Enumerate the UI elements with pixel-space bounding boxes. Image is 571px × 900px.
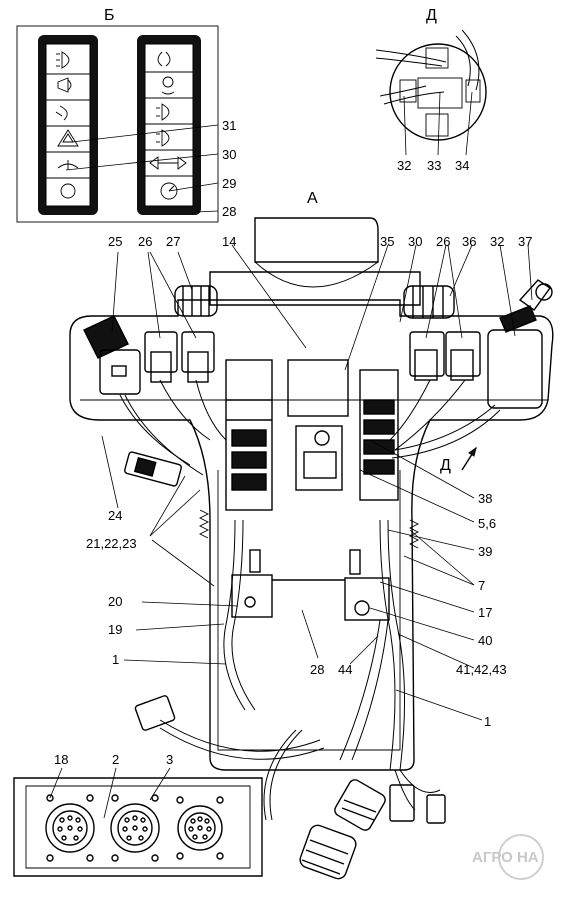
label-33: 33 (427, 158, 441, 173)
left-switch-keys (46, 51, 90, 199)
label-32-main: 32 (490, 234, 504, 249)
view-b-leaders (65, 124, 219, 213)
label-17: 17 (478, 605, 492, 620)
connector-pin-bottom (425, 113, 449, 137)
left-switch-face (45, 43, 91, 207)
connector-center (417, 77, 463, 109)
springs (198, 509, 420, 549)
socket-leaders (49, 767, 171, 819)
view-d-title: Д (426, 7, 437, 24)
label-3: 3 (166, 752, 173, 767)
label-7: 7 (478, 578, 485, 593)
label-30-top: 30 (222, 147, 236, 162)
label-18: 18 (54, 752, 68, 767)
top-plate (209, 271, 421, 306)
label-28-main: 28 (310, 662, 324, 677)
connector-pin-right (465, 79, 481, 103)
top-hood (254, 217, 379, 263)
label-44: 44 (338, 662, 352, 677)
connector-24 (124, 451, 182, 487)
label-40: 40 (478, 633, 492, 648)
lower-plugs (134, 695, 446, 880)
label-39: 39 (478, 544, 492, 559)
label-35: 35 (380, 234, 394, 249)
wire-harness (119, 379, 501, 821)
label-37: 37 (518, 234, 532, 249)
housing-outline (69, 299, 554, 771)
label-21-22-23: 21,22,23 (86, 536, 137, 551)
view-b-panel: Б 31 30 29 28 (16, 7, 236, 223)
relay-block-center (287, 359, 349, 491)
label-20: 20 (108, 594, 122, 609)
switch-row-left (144, 331, 215, 383)
label-32-top: 32 (397, 158, 411, 173)
round-plug-2 (299, 824, 357, 880)
right-switch-face (144, 43, 194, 207)
label-36: 36 (462, 234, 476, 249)
label-1-right: 1 (484, 714, 491, 729)
view-d-connector: Д 32 33 34 (375, 7, 487, 173)
socket-panel: 18 2 3 (13, 752, 263, 877)
lower-bracket (231, 549, 390, 621)
socket-panel-frame (13, 777, 263, 877)
view-a-leaders (101, 244, 533, 721)
rotary-switch (83, 315, 141, 395)
connector-pin-left (399, 79, 417, 103)
terminal-block-right (359, 369, 399, 501)
connector-wires (375, 29, 480, 105)
view-d-arrow-label: Д (440, 457, 451, 474)
label-19: 19 (108, 622, 122, 637)
terminal-block-left (225, 359, 273, 511)
label-34: 34 (455, 158, 469, 173)
label-27: 27 (166, 234, 180, 249)
label-30-main: 30 (408, 234, 422, 249)
bellows-left (174, 285, 218, 317)
label-28-top: 28 (222, 204, 236, 219)
socket-3 (176, 796, 224, 860)
label-24: 24 (108, 508, 122, 523)
label-31: 31 (222, 118, 236, 133)
switch-row-right (409, 331, 481, 381)
label-5-6: 5,6 (478, 516, 496, 531)
view-d-leaders (403, 91, 473, 156)
view-d-arrow: Д (440, 446, 477, 474)
inner-channel (217, 470, 401, 751)
socket-1 (45, 794, 95, 862)
label-2: 2 (112, 752, 119, 767)
view-a-assembly: А (69, 190, 554, 880)
label-29: 29 (222, 176, 236, 191)
view-a-title: А (307, 190, 318, 207)
right-switch-keys (145, 51, 193, 200)
label-25: 25 (108, 234, 122, 249)
bellows-right (403, 285, 455, 319)
label-38: 38 (478, 491, 492, 506)
label-1-left: 1 (112, 652, 119, 667)
label-14: 14 (222, 234, 236, 249)
view-b-frame (16, 25, 219, 223)
socket-2 (110, 794, 160, 862)
watermark-text: АГРО НА (472, 849, 539, 866)
watermark-logo: АГРО НА (472, 834, 544, 880)
ignition-key (487, 279, 553, 409)
socket-panel-inner (25, 785, 251, 869)
hood-curve (254, 261, 379, 288)
round-plug-1 (334, 779, 386, 831)
label-41-42-43: 41,42,43 (456, 662, 507, 677)
label-26-right: 26 (436, 234, 450, 249)
label-26-left: 26 (138, 234, 152, 249)
view-b-title: Б (104, 7, 115, 24)
connector-body (389, 43, 487, 141)
